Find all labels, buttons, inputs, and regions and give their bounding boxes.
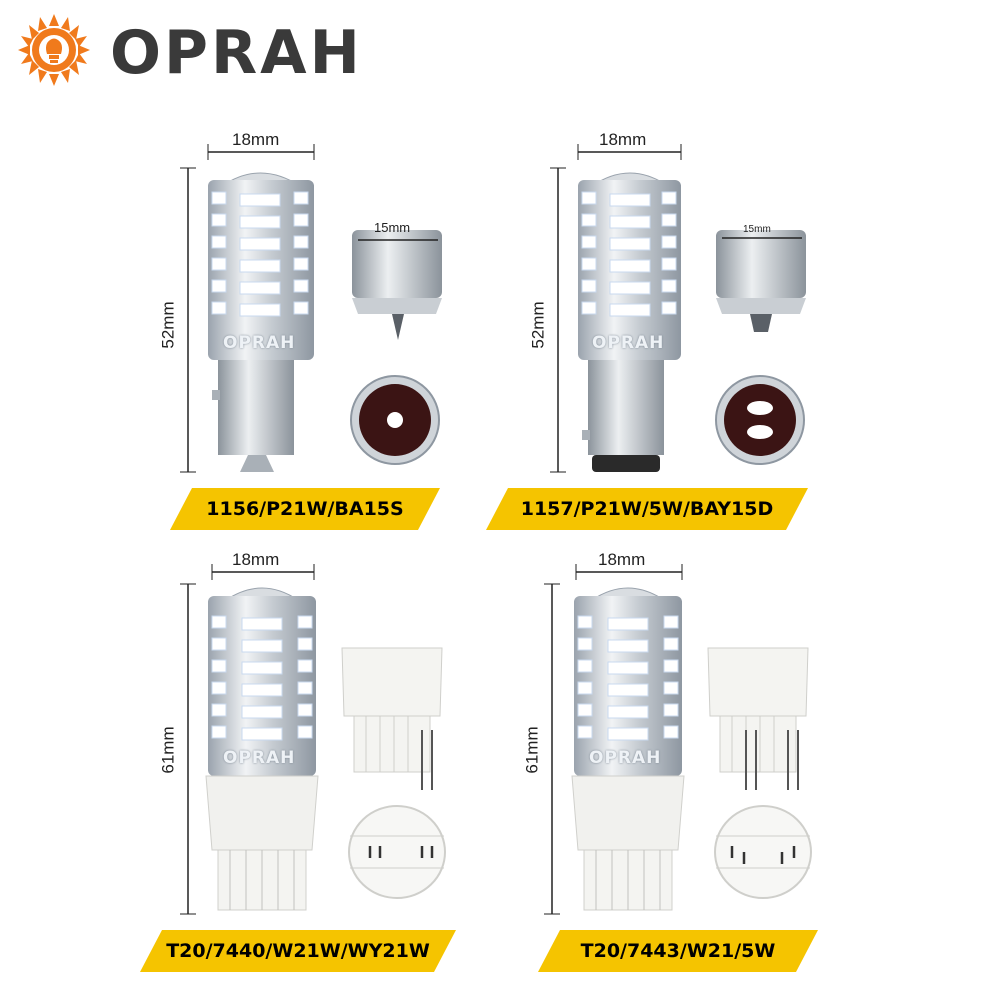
- banner-shape: [170, 488, 440, 530]
- brand-wordmark: OPRAH: [110, 18, 363, 88]
- product-panel-7443: 18mm 61mm OPRAH T20/7443/W21/5W: [370, 500, 870, 1000]
- brand-logo: OPRAH: [12, 14, 362, 88]
- model-banner: T20/7440/W21W/WY21W: [140, 930, 456, 972]
- height-dimension: 61mm: [158, 726, 178, 774]
- bulb-brand-print: OPRAH: [223, 748, 296, 768]
- width-dimension: 18mm: [599, 130, 647, 149]
- product-panel-1156: 18mm 52mm 15mm OPRAH 1156/P21W/BA15S: [0, 90, 500, 590]
- model-banner: 1157/P21W/5W/BAY15D: [486, 488, 808, 530]
- base-dimension: 15mm: [743, 224, 771, 235]
- banner-shape: [140, 930, 456, 972]
- height-dimension: 52mm: [158, 301, 178, 349]
- height-dimension: 61mm: [522, 726, 542, 774]
- bulb-illustration: [544, 564, 812, 915]
- bulb-illustration: [180, 144, 442, 473]
- model-banner: T20/7443/W21/5W: [538, 930, 818, 972]
- bulb-brand-print: OPRAH: [589, 748, 662, 768]
- model-label: 1157/P21W/5W/BAY15D: [520, 498, 774, 520]
- model-banner: 1156/P21W/BA15S: [170, 488, 440, 530]
- sun-bulb-icon: [18, 14, 90, 86]
- model-label: 1156/P21W/BA15S: [206, 498, 404, 520]
- banner-shape: [538, 930, 818, 972]
- base-dimension: 15mm: [374, 220, 411, 235]
- height-dimension: 52mm: [528, 301, 548, 349]
- width-dimension: 18mm: [232, 550, 280, 569]
- bulb-illustration: [180, 564, 446, 915]
- product-panel-7440: 18mm 61mm OPRAH T20/7440/W21W/WY21W: [0, 500, 500, 1000]
- width-dimension: 18mm: [232, 130, 280, 149]
- bulb-brand-print: OPRAH: [223, 333, 296, 353]
- model-label: T20/7443/W21/5W: [580, 940, 776, 962]
- width-dimension: 18mm: [598, 550, 646, 569]
- product-panel-1157: 18mm 52mm 15mm OPRAH 1157/P21W/5W/BAY15D: [370, 90, 870, 590]
- model-label: T20/7440/W21W/WY21W: [166, 940, 430, 962]
- bulb-illustration: [550, 144, 806, 473]
- banner-shape: [486, 488, 808, 530]
- bulb-brand-print: OPRAH: [592, 333, 665, 353]
